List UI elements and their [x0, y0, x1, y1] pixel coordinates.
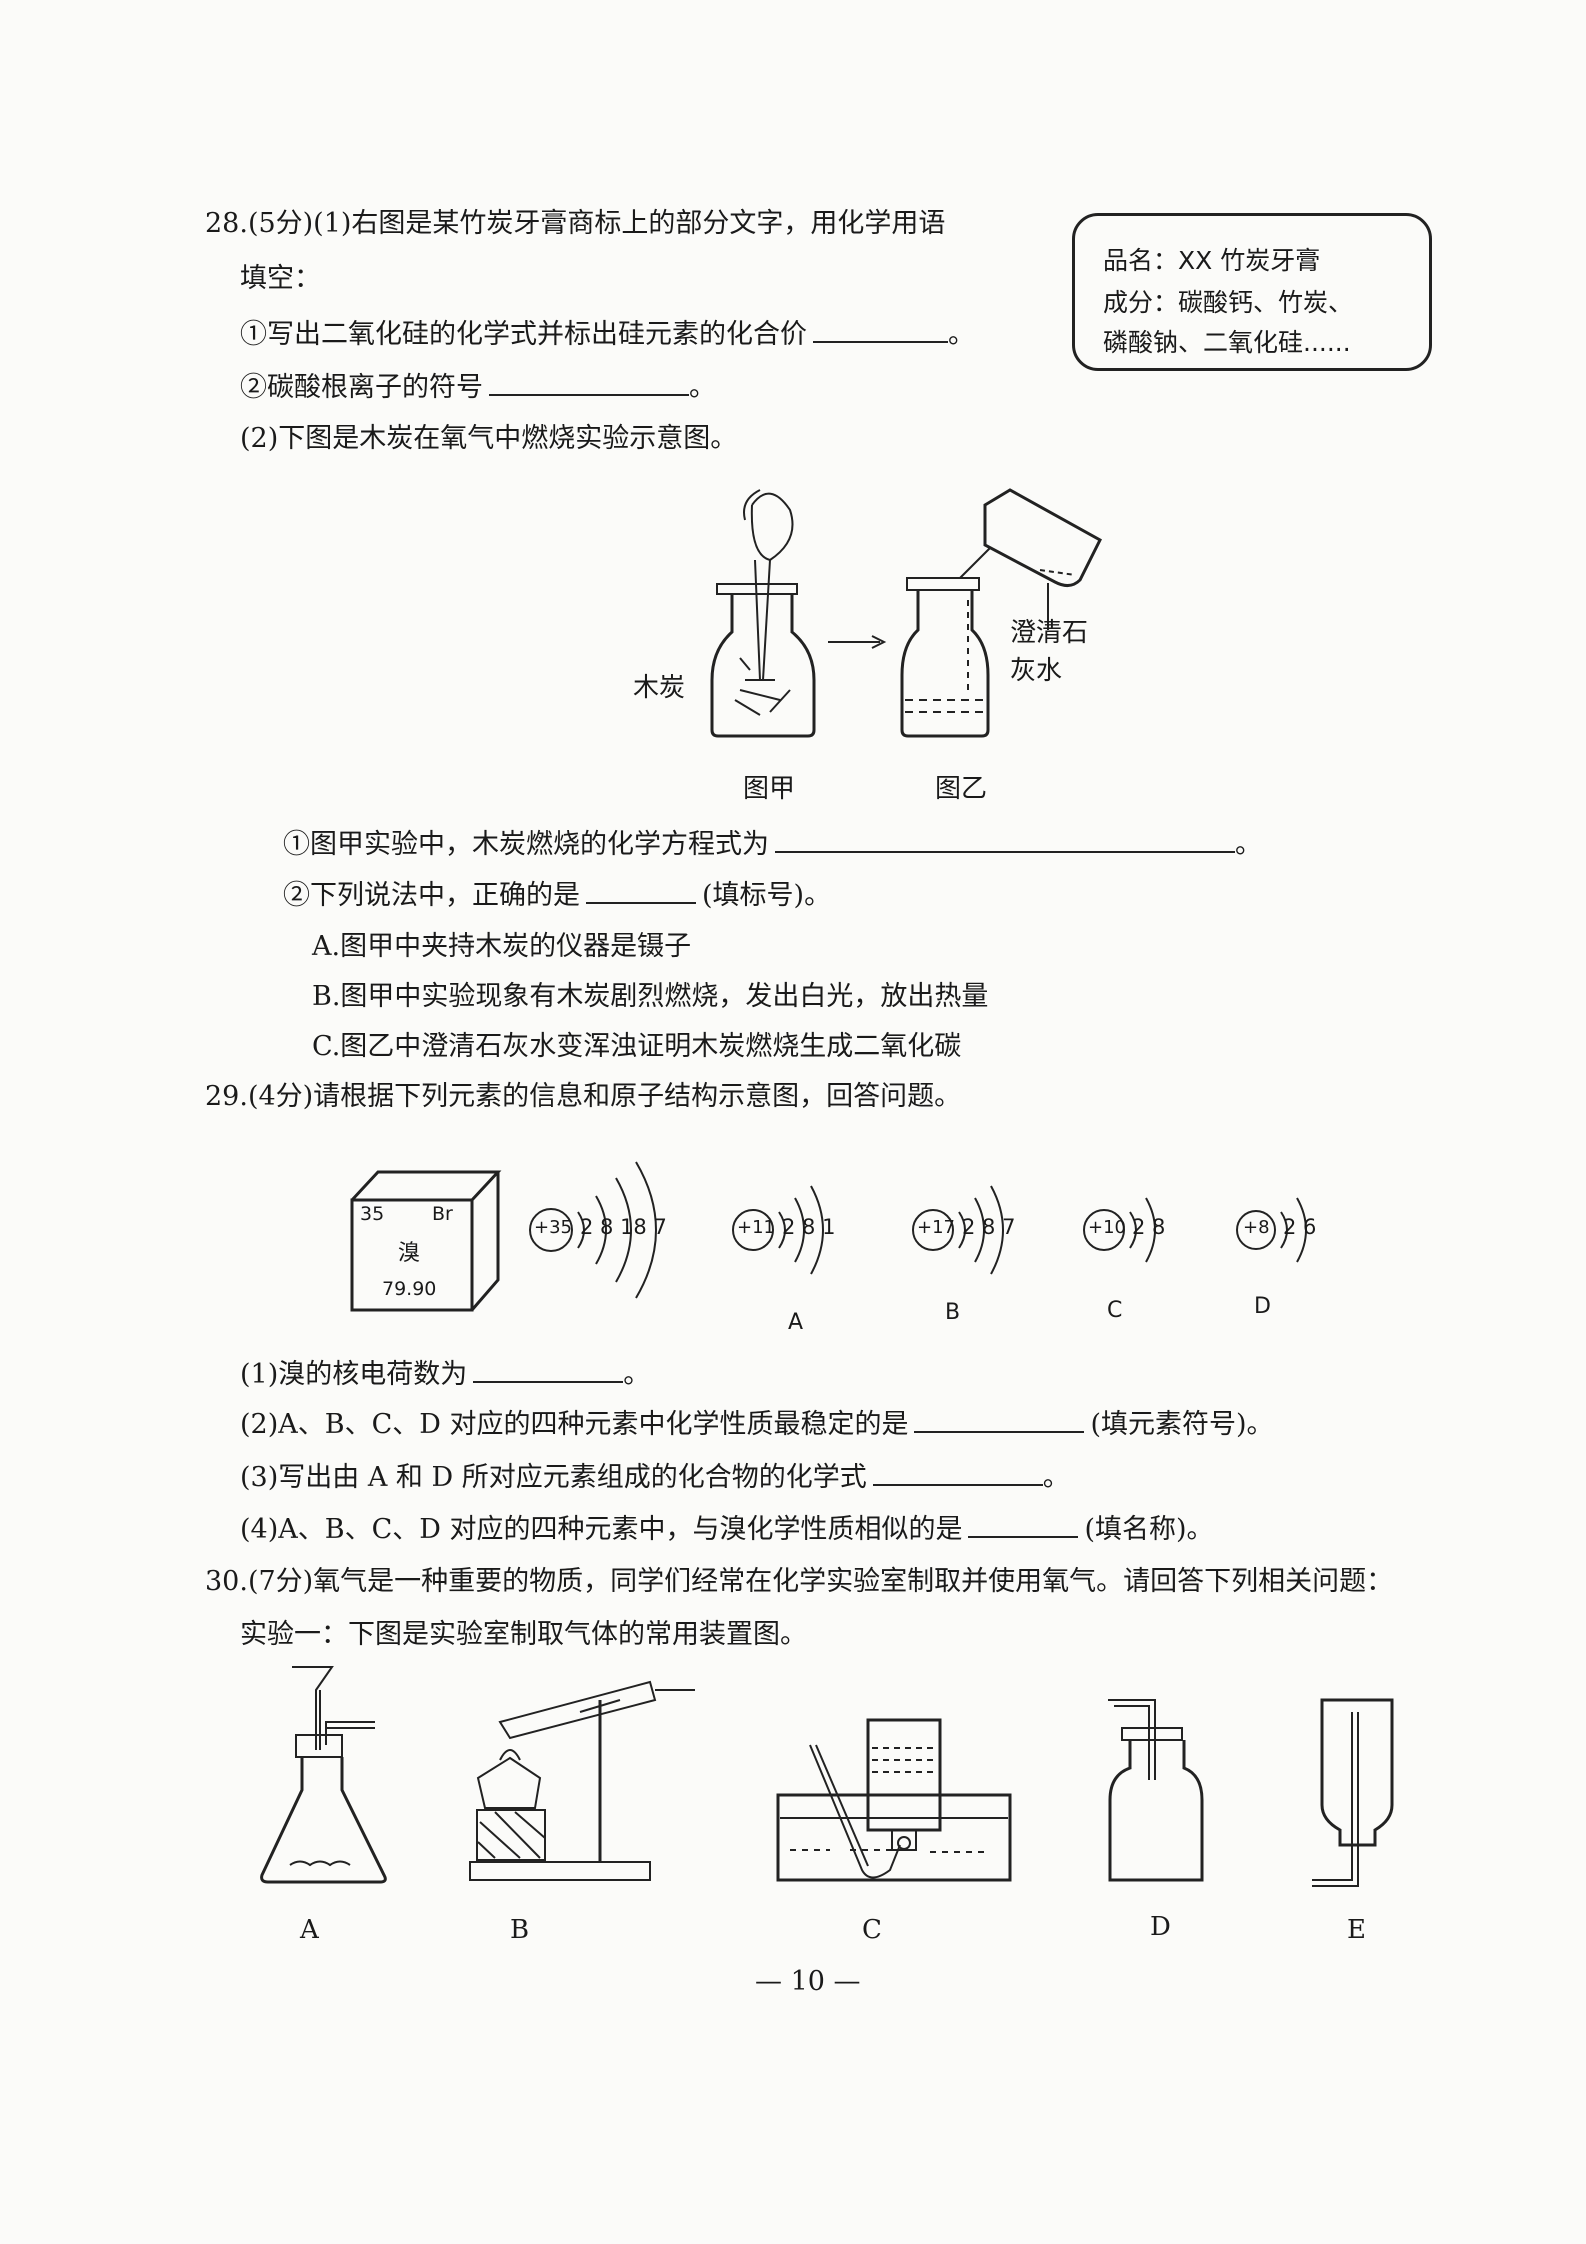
apparatus-d-label: D: [1150, 1912, 1171, 1942]
element-mass: 79.90: [382, 1278, 437, 1300]
atom-d-nucleus: +8: [1243, 1217, 1270, 1238]
atom-b-label: B: [945, 1300, 961, 1325]
element-number: 35: [360, 1203, 385, 1225]
atom-a-label: A: [788, 1310, 804, 1335]
atom-a-shells: 2 8 1: [782, 1215, 836, 1239]
atom-c-shells: 2 8: [1132, 1215, 1166, 1239]
page-number: — 10 —: [755, 1966, 861, 1997]
label-line1: 品名：XX 竹炭牙膏: [1103, 246, 1321, 275]
atom-br-nucleus: +35: [534, 1217, 572, 1238]
charcoal-label: 木炭: [633, 673, 686, 703]
answer-blank[interactable]: [489, 368, 689, 396]
q28-item1: ①写出二氧化硅的化学式并标出硅元素的化合价。: [240, 315, 975, 352]
answer-blank[interactable]: [586, 876, 696, 904]
q30-title: 30.(7分)氧气是一种重要的物质，同学们经常在化学实验室制取并使用氧气。请回答…: [205, 1566, 1394, 1597]
figure-yi-caption: 图乙: [935, 774, 988, 804]
q29-p4: (4)A、B、C、D 对应的四种元素中，与溴化学性质相似的是(填名称)。: [240, 1510, 1214, 1547]
label-line2: 成分：碳酸钙、竹炭、: [1103, 288, 1354, 317]
atom-d-shells: 2 6: [1283, 1215, 1317, 1239]
q28-option-a: A.图甲中夹持木炭的仪器是镊子: [312, 931, 692, 962]
q28-option-b: B.图甲中实验现象有木炭剧烈燃烧，发出白光，放出热量: [312, 981, 989, 1012]
answer-blank[interactable]: [914, 1405, 1085, 1433]
q28-line1: 28.(5分)(1)右图是某竹炭牙膏商标上的部分文字，用化学用语: [205, 208, 946, 239]
apparatus-c-label: C: [862, 1915, 882, 1945]
q28-option-c: C.图乙中澄清石灰水变浑浊证明木炭燃烧生成二氧化碳: [312, 1031, 962, 1062]
toothpaste-label-box: 品名：XX 竹炭牙膏 成分：碳酸钙、竹炭、 磷酸钠、二氧化硅......: [1072, 213, 1432, 371]
limewater-label-2: 灰水: [1010, 656, 1063, 686]
answer-blank[interactable]: [872, 1458, 1043, 1486]
q28-part2: (2)下图是木炭在氧气中燃烧实验示意图。: [240, 423, 738, 454]
q29-p2: (2)A、B、C、D 对应的四种元素中化学性质最稳定的是(填元素符号)。: [240, 1405, 1274, 1442]
figure-jia-caption: 图甲: [743, 774, 796, 804]
atom-c-label: C: [1107, 1298, 1123, 1323]
element-symbol: Br: [432, 1203, 453, 1225]
q28-item2: ②碳酸根离子的符号。: [240, 368, 716, 405]
q28-sub2: ②下列说法中，正确的是(填标号)。: [283, 876, 831, 913]
equation-blank[interactable]: [775, 825, 1235, 853]
q29-p3: (3)写出由 A 和 D 所对应元素组成的化合物的化学式。: [240, 1458, 1070, 1495]
atom-d-label: D: [1254, 1294, 1271, 1319]
answer-blank[interactable]: [813, 315, 948, 343]
atom-c-nucleus: +10: [1088, 1217, 1126, 1238]
q28-sub1: ①图甲实验中，木炭燃烧的化学方程式为。: [283, 825, 1262, 862]
limewater-label-1: 澄清石: [1010, 618, 1089, 648]
atom-b-shells: 2 8 7: [962, 1215, 1016, 1239]
q29-title: 29.(4分)请根据下列元素的信息和原子结构示意图，回答问题。: [205, 1081, 962, 1112]
q28-line2: 填空：: [240, 263, 321, 294]
answer-blank[interactable]: [968, 1510, 1079, 1538]
apparatus-a-label: A: [300, 1915, 319, 1945]
q29-p1: (1)溴的核电荷数为。: [240, 1355, 650, 1392]
element-name: 溴: [398, 1241, 421, 1266]
apparatus-e-label: E: [1347, 1915, 1366, 1945]
apparatus-b-label: B: [510, 1915, 530, 1945]
atom-b-nucleus: +17: [917, 1217, 955, 1238]
label-line3: 磷酸钠、二氧化硅......: [1103, 328, 1351, 357]
answer-blank[interactable]: [473, 1355, 624, 1383]
atom-br-shells: 2 8 18 7: [580, 1215, 667, 1239]
q30-exp1: 实验一：下图是实验室制取气体的常用装置图。: [240, 1619, 807, 1650]
atom-a-nucleus: +11: [737, 1217, 775, 1238]
